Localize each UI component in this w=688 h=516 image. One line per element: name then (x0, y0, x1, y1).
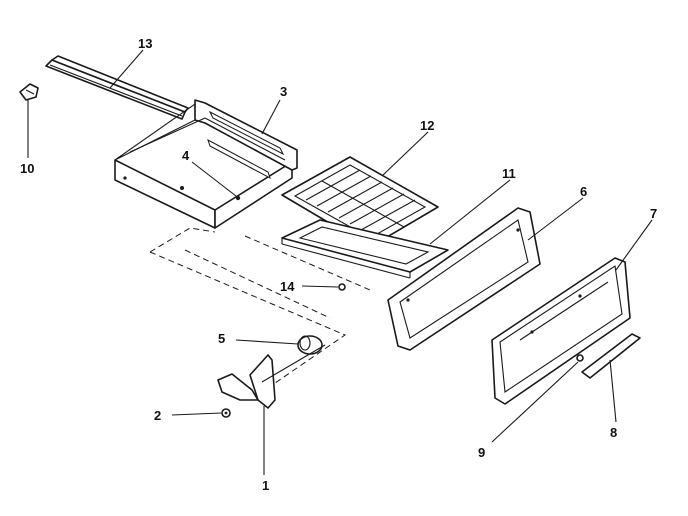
part-6-front-panel (387, 207, 541, 351)
callout-4: 4 (182, 148, 190, 163)
callout-9: 9 (478, 445, 485, 460)
callout-5: 5 (218, 331, 225, 346)
part-3-drawer-tray (114, 99, 298, 229)
part-12-grille (281, 156, 439, 248)
part-5-roller (297, 335, 323, 355)
callout-11: 11 (502, 166, 516, 181)
callout-13: 13 (138, 36, 152, 51)
callout-labels: 1 2 3 4 5 6 7 8 9 10 11 12 13 14 (20, 36, 657, 493)
part-1-bracket (217, 344, 326, 409)
callout-7: 7 (650, 206, 657, 221)
callout-3: 3 (280, 84, 287, 99)
leader-lines (27, 49, 653, 475)
callout-6: 6 (580, 184, 587, 199)
part-13-rail (45, 55, 189, 120)
callout-1: 1 (262, 478, 269, 493)
part-11-frame (281, 219, 449, 279)
callout-12: 12 (420, 118, 434, 133)
part-2-nut (221, 408, 231, 418)
part-10-clip (19, 83, 39, 101)
callout-2: 2 (154, 408, 161, 423)
callout-14: 14 (280, 279, 295, 294)
part-7-drawer-front (491, 257, 631, 405)
part-9-screw (576, 354, 584, 362)
callout-8: 8 (610, 425, 617, 440)
callout-10: 10 (20, 161, 34, 176)
part-8-strip (581, 333, 641, 379)
dashed-floor-outline (149, 227, 371, 393)
part-14-screw (338, 283, 346, 291)
